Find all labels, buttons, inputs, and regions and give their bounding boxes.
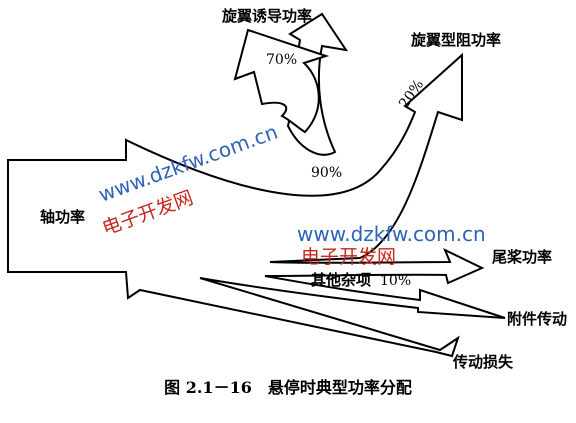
other-misc-label: 其他杂项	[311, 271, 372, 289]
transmission-loss-label: 传动损失	[453, 353, 514, 371]
rotor-induced-power-label: 旋翼诱导功率	[222, 7, 313, 25]
rotor-profile-power-label: 旋翼型阻功率	[411, 31, 502, 49]
main-rotor-total-percentage: 90%	[311, 165, 343, 181]
accessory-drive-label: 附件传动	[507, 310, 568, 328]
shaft-power-label: 轴功率	[40, 208, 86, 226]
tail-rotor-power-label: 尾桨功率	[492, 248, 553, 266]
watermark-cn-2: 电子开发网	[301, 246, 397, 268]
induced-arrow-head	[233, 28, 330, 134]
figure-caption: 图 2.1－16 悬停时典型功率分配	[164, 378, 412, 397]
other-misc-percentage: 10%	[380, 273, 412, 289]
watermark-url-2: www.dzkfw.com.cn	[297, 222, 486, 246]
main-flow-arrow	[7, 52, 506, 358]
induced-percentage: 70%	[266, 52, 298, 68]
